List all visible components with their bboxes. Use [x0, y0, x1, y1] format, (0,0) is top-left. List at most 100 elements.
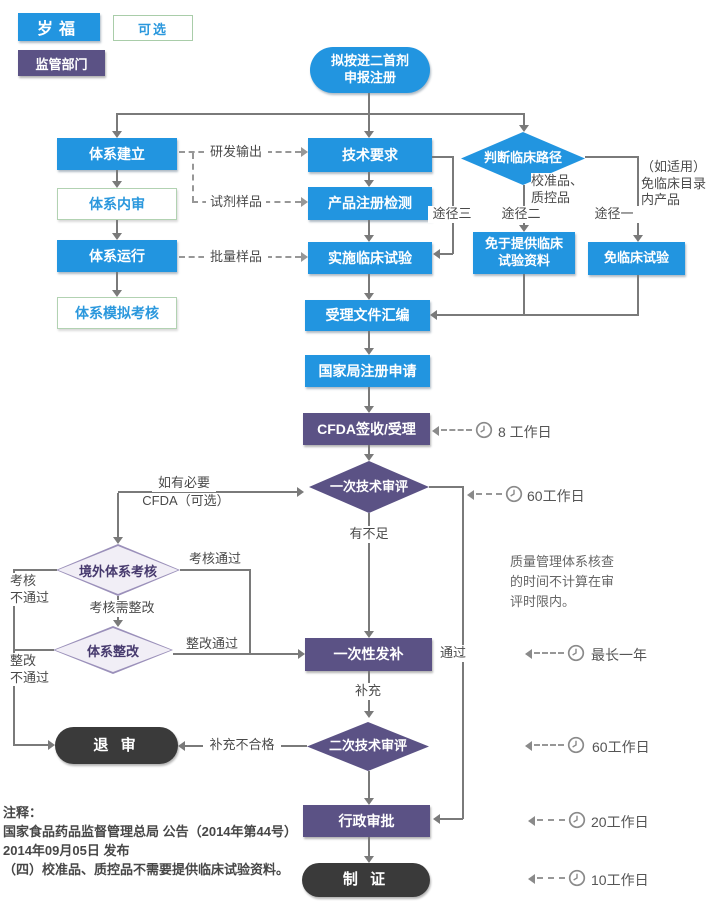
flow-line	[368, 115, 370, 132]
node-system-internal-audit: 体系内审	[57, 188, 177, 220]
flow-line	[13, 744, 49, 746]
footnote-title: 注释：	[3, 805, 43, 820]
node-cfda-acceptance: CFDA签收/受理	[303, 413, 430, 445]
arrowhead	[633, 235, 643, 242]
label-cfda-optional: CFDA（可选）	[134, 493, 238, 510]
clock-icon	[567, 736, 585, 754]
dashed-line	[534, 652, 564, 654]
label-calibrator-qc: 校准品、 质控品	[531, 173, 593, 206]
arrowhead	[528, 816, 535, 826]
clock-icon	[475, 421, 493, 439]
node-start: 拟按进二首剂 申报注册	[310, 47, 430, 93]
flow-line	[440, 818, 463, 820]
legend-regulator: 监管部门	[18, 50, 105, 76]
flow-line	[440, 253, 453, 255]
node-system-operation: 体系运行	[57, 240, 177, 272]
timeline-label: 60工作日	[592, 739, 650, 755]
arrowhead	[364, 454, 374, 461]
flow-line	[180, 569, 251, 571]
label-reagent-sample: 试剂样品	[206, 194, 266, 211]
clock-icon	[568, 811, 586, 829]
flow-line	[368, 93, 370, 114]
arrowhead	[364, 348, 374, 355]
arrowhead	[519, 225, 529, 232]
clock-icon	[567, 644, 585, 662]
legend-applicant: 岁福	[18, 13, 100, 41]
flow-line	[437, 314, 639, 316]
flow-line	[118, 491, 298, 493]
arrowhead	[364, 406, 374, 413]
node-first-review: 一次技术审评	[309, 461, 429, 513]
arrowhead	[301, 252, 308, 262]
node-national-application: 国家局注册申请	[305, 355, 430, 387]
label-path1: 途径一	[588, 206, 640, 223]
arrowhead	[301, 197, 308, 207]
arrowhead	[112, 181, 122, 188]
node-second-review: 二次技术审评	[307, 722, 429, 771]
arrowhead	[112, 233, 122, 240]
arrowhead	[113, 620, 123, 627]
timeline-label: 20工作日	[591, 814, 649, 830]
label-rectify-pass: 整改通过	[180, 636, 244, 653]
flow-line	[368, 771, 370, 799]
arrowhead	[467, 490, 474, 500]
flow-line	[173, 653, 299, 655]
label-if-needed: 如有必要	[152, 475, 216, 492]
legend-optional: 可选	[113, 15, 193, 41]
flow-line	[368, 274, 370, 294]
dashed-line	[537, 819, 565, 821]
flow-line	[368, 331, 370, 349]
flow-line	[637, 275, 639, 316]
label-supplement: 补充	[346, 683, 390, 700]
arrowhead	[433, 814, 440, 824]
dashed-line	[192, 153, 194, 202]
arrowhead	[112, 290, 122, 297]
side-note: 质量管理体系核查 的时间不计算在审 评时限内。	[510, 554, 615, 610]
arrowhead	[433, 249, 440, 259]
flow-line	[523, 115, 525, 126]
label-supplement-fail: 补充不合格	[203, 737, 281, 754]
flow-line	[523, 185, 525, 226]
node-reject: 退 审	[55, 727, 178, 764]
label-rectify-fail: 整改 不通过	[10, 653, 60, 686]
arrowhead	[528, 874, 535, 884]
arrowhead	[297, 487, 304, 497]
timeline-label: 10工作日	[591, 872, 649, 888]
arrowhead	[112, 131, 122, 138]
arrowhead	[364, 631, 374, 638]
node-system-establish: 体系建立	[57, 138, 177, 170]
flow-line	[116, 113, 525, 115]
node-exempt-clinical-trial: 免临床试验	[588, 242, 685, 275]
flow-line	[249, 569, 251, 655]
flow-line	[452, 156, 454, 254]
arrowhead	[364, 131, 374, 138]
node-clinical-trial: 实施临床试验	[308, 242, 432, 274]
label-audit-pass: 考核通过	[184, 551, 246, 568]
label-insufficient: 有不足	[344, 526, 394, 543]
label-path3: 途径三	[428, 206, 476, 223]
arrowhead	[301, 147, 308, 157]
flow-line	[585, 156, 639, 158]
node-product-test: 产品注册检测	[308, 187, 432, 220]
node-certificate: 制 证	[302, 863, 430, 897]
flow-line	[368, 387, 370, 407]
flow-line	[368, 220, 370, 236]
dashed-line	[441, 429, 472, 431]
node-rectification: 体系整改	[53, 626, 173, 674]
flow-line	[116, 115, 118, 132]
node-exempt-clinical-data: 免于提供临床 试验资料	[473, 232, 575, 274]
dashed-line	[537, 877, 565, 879]
arrowhead	[364, 711, 374, 718]
label-path2: 途径二	[496, 206, 546, 223]
arrowhead	[525, 741, 532, 751]
node-tech-requirement: 技术要求	[308, 138, 432, 172]
flow-line	[117, 493, 119, 538]
arrowhead	[178, 741, 185, 751]
arrowhead	[364, 798, 374, 805]
dashed-line	[476, 493, 502, 495]
flow-line	[368, 172, 370, 180]
label-exempt-catalog: （如适用） 免临床目录 内产品	[641, 159, 707, 207]
node-overseas-audit: 境外体系考核	[56, 544, 180, 596]
flow-line	[368, 445, 370, 455]
